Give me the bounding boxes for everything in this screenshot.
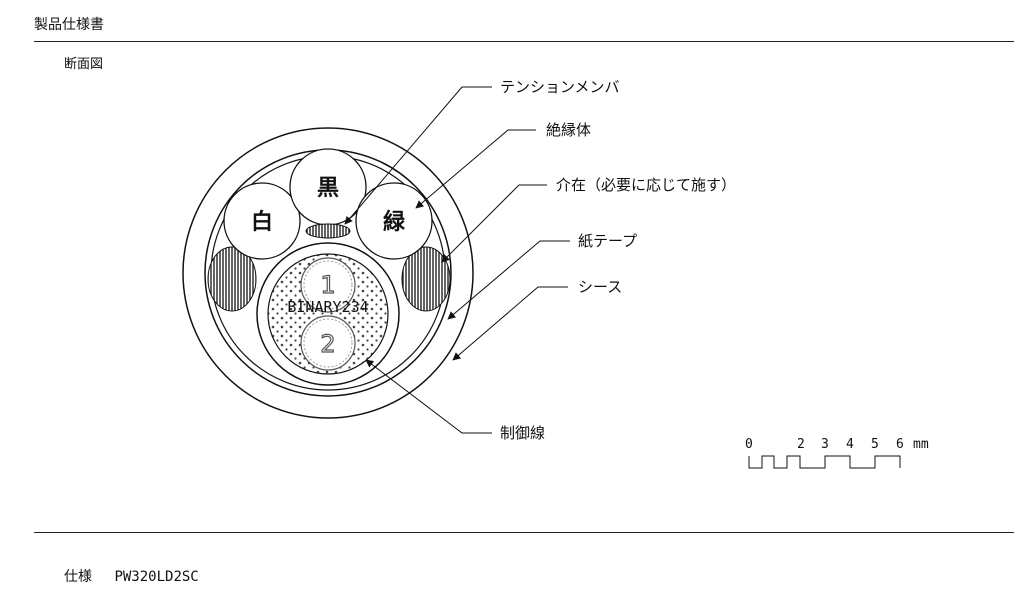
control-wire-inner <box>267 253 389 375</box>
leader-insulation <box>415 129 536 209</box>
callout-sheath: シース <box>578 278 622 296</box>
leader-tension-member <box>344 86 492 225</box>
leader-sheath <box>452 286 568 361</box>
leader-control-wire <box>365 359 492 434</box>
callout-insulation: 絶縁体 <box>546 121 591 139</box>
leader-filler <box>441 184 547 263</box>
scale-tick-3: 3 <box>821 437 829 452</box>
callout-control-wire: 制御線 <box>500 424 545 442</box>
control-pair-2-ring <box>303 318 353 368</box>
filler-right <box>401 246 451 312</box>
spec-row: 仕様 PW320LD2SC <box>64 566 199 586</box>
scale-tick-5: 5 <box>871 437 879 452</box>
callout-filler: 介在（必要に応じて施す） <box>556 176 736 194</box>
leader-paper-tape <box>447 240 570 320</box>
filler-left <box>207 246 257 312</box>
core-label-black: 黒 <box>317 176 339 201</box>
control-wire-marking: BINARY234 <box>287 298 368 316</box>
document-title: 製品仕様書 <box>34 17 104 33</box>
scale-tick-0: 0 <box>745 437 753 452</box>
scale-tick-6: 6 <box>896 437 904 452</box>
callout-tension-member: テンションメンバ <box>500 78 620 96</box>
callout-paper-tape: 紙テープ <box>578 232 637 250</box>
control-pair-2 <box>300 315 356 371</box>
spec-value: PW320LD2SC <box>114 569 199 585</box>
scale-tick-4: 4 <box>846 437 854 452</box>
control-pair-label-2: 2 <box>320 330 335 358</box>
core-white <box>223 182 301 260</box>
tension-member <box>305 223 351 239</box>
scale-tick-2: 2 <box>797 437 805 452</box>
scale-unit: mm <box>913 437 929 452</box>
control-pair-1-ring <box>303 260 353 310</box>
section-label: 断面図 <box>64 57 104 72</box>
scale-bar-line <box>748 455 901 469</box>
header-divider <box>34 41 1014 42</box>
core-green <box>355 182 433 260</box>
footer-divider <box>34 532 1014 533</box>
control-pair-label-1: 1 <box>320 271 335 299</box>
core-label-white: 白 <box>251 209 273 235</box>
spec-label: 仕様 <box>64 569 92 585</box>
core-label-green: 緑 <box>383 209 406 235</box>
scale-bar: 0 2 3 4 5 6 mm <box>745 437 929 469</box>
control-pair-1 <box>300 257 356 313</box>
